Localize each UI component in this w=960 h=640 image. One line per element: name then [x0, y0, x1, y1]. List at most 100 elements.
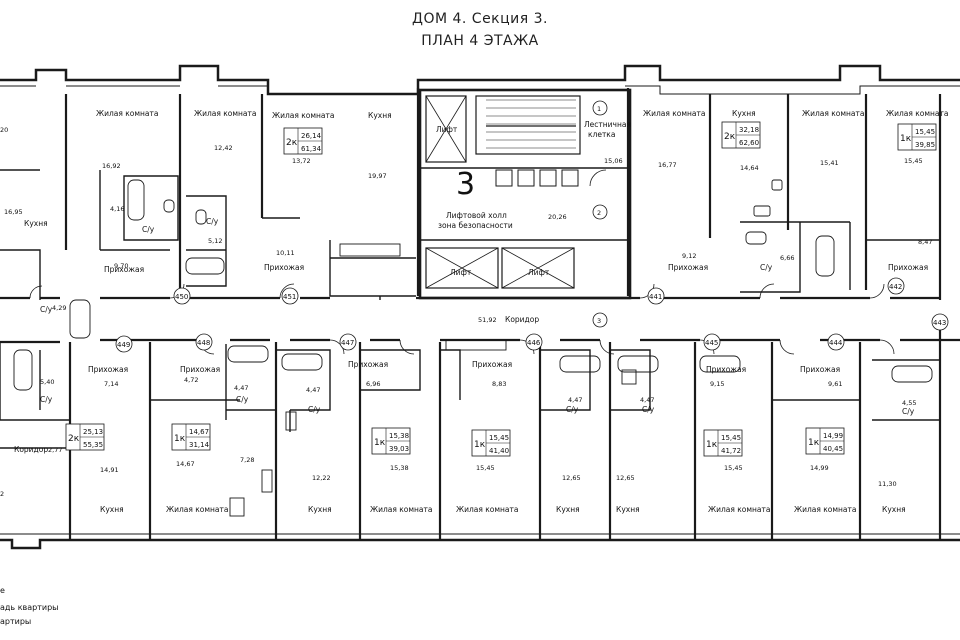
zone-mark-2: 2: [597, 209, 601, 217]
apartment-rooms: 1к: [808, 438, 820, 448]
apartment-total-area: 31,14: [189, 441, 210, 449]
room-area: 16,92: [102, 162, 121, 170]
apartment-numbers: 450 451 441 442 443 449 448 447 446 445 …: [117, 283, 946, 349]
room-area: 10,11: [276, 249, 295, 257]
apartment-number: 441: [649, 293, 662, 301]
elevator-label: Лифт: [528, 268, 550, 277]
room-label-kitchen: Кухня: [882, 505, 906, 514]
walls: [0, 64, 960, 550]
room-area: 15,41: [820, 159, 839, 167]
room-label-living: Жилая комната: [370, 505, 432, 514]
apartment-total-area: 62,60: [739, 139, 759, 147]
room-label-bath: С/у: [236, 395, 249, 404]
apartment-total-area: 61,34: [301, 145, 322, 153]
apartment-total-area: 39,03: [389, 445, 409, 453]
apartment-number: 445: [705, 339, 718, 347]
room-label-hall: Прихожая: [888, 263, 928, 272]
apartment-total-area: 55,35: [83, 441, 103, 449]
room-label-hall: Прихожая: [348, 360, 388, 369]
room-label-kitchen: Кухня: [556, 505, 580, 514]
apartment-rooms: 1к: [174, 434, 186, 444]
corridor-label: Коридор: [505, 315, 539, 324]
apartment-living-area: 15,45: [915, 128, 935, 136]
room-label-hall: Прихожая: [88, 365, 128, 374]
apartment-box-442: 1к 15,45 39,85: [897, 123, 937, 151]
apartment-living-area: 25,13: [83, 428, 103, 436]
room-label-living: Жилая комната: [708, 505, 770, 514]
apartment-living-area: 32,18: [739, 126, 759, 134]
apartment-rooms: 1к: [706, 440, 718, 450]
room-area: 12,42: [214, 144, 233, 152]
room-label-hall: Прихожая: [800, 365, 840, 374]
room-area: 4,29: [52, 304, 66, 312]
room-label-living: Жилая комната: [886, 109, 948, 118]
apartment-number: 443: [933, 319, 946, 327]
fixtures: [13, 179, 933, 517]
room-area: 14,67: [176, 460, 195, 468]
room-area: 16,77: [658, 161, 677, 169]
room-area: 20: [0, 126, 8, 134]
room-area: 7,28: [240, 456, 254, 464]
room-area: 7,14: [104, 380, 118, 388]
apartment-rooms: 2к: [724, 132, 736, 142]
building-core: [418, 88, 632, 300]
room-area: 4,47: [306, 386, 320, 394]
apartment-living-area: 15,45: [489, 434, 509, 442]
zone-mark-1: 1: [597, 105, 601, 113]
room-labels: Жилая комната Жилая комната Жилая комнат…: [14, 109, 948, 514]
apartment-rooms: 2к: [68, 434, 80, 444]
elevator-label: Лифт: [436, 125, 458, 134]
apartment-total-area: 41,72: [721, 447, 741, 455]
apartment-total-area: 39,85: [915, 141, 935, 149]
room-area: 51,92: [478, 316, 497, 324]
room-label-kitchen: Кухня: [732, 109, 756, 118]
room-area: 4,47: [568, 396, 582, 404]
room-label-living: Жилая комната: [166, 505, 228, 514]
apartment-box-445: 1к 15,45 41,72: [703, 429, 743, 457]
room-label-living: Жилая комната: [794, 505, 856, 514]
apartment-number: 444: [829, 339, 843, 347]
room-area: 9,61: [828, 380, 842, 388]
stairs-label-1: Лестничная: [584, 120, 631, 129]
elevator-label: Лифт: [450, 268, 472, 277]
room-area: 2: [0, 490, 4, 498]
room-label-kitchen: Кухня: [24, 219, 48, 228]
apartment-total-area: 40,45: [823, 445, 843, 453]
room-area: 14,99: [810, 464, 829, 472]
apartment-number: 449: [117, 341, 130, 349]
apartment-living-area: 15,38: [389, 432, 409, 440]
apartment-box-449: 2к 25,13 55,35: [65, 423, 105, 451]
apartment-box-444: 1к 14,99 40,45: [805, 427, 845, 455]
room-label-kitchen: Кухня: [368, 111, 392, 120]
apartment-rooms: 1к: [900, 134, 912, 144]
apartment-living-area: 14,99: [823, 432, 843, 440]
apartment-number: 447: [341, 339, 354, 347]
room-label-bath: С/у: [142, 225, 155, 234]
apartment-number: 442: [889, 283, 902, 291]
room-area: 15,38: [390, 464, 409, 472]
room-label-hall: Прихожая: [472, 360, 512, 369]
legend-line-3: артиры: [0, 617, 32, 626]
room-label-hall: Прихожая: [104, 265, 144, 274]
apartment-box-446: 1к 15,45 41,40: [471, 429, 511, 457]
room-label-living: Жилая комната: [194, 109, 256, 118]
room-area: 11,30: [878, 480, 897, 488]
apartment-living-area: 26,14: [301, 132, 322, 140]
room-area: 4,47: [640, 396, 654, 404]
apartment-rooms: 1к: [474, 440, 486, 450]
title-line-2: ПЛАН 4 ЭТАЖА: [421, 33, 539, 49]
room-area: 20,26: [548, 213, 567, 221]
legend-line-2: адь квартиры: [0, 603, 59, 612]
zone-mark-3: 3: [597, 317, 601, 325]
room-label-bath: С/у: [760, 263, 773, 272]
room-label-corridor: Коридор: [14, 445, 48, 454]
apartment-rooms: 1к: [374, 438, 386, 448]
room-label-bath: С/у: [902, 407, 915, 416]
room-area: 9,12: [682, 252, 696, 260]
room-area: 14,64: [740, 164, 759, 172]
room-area: 4,16: [110, 205, 124, 213]
room-area: 5,40: [40, 378, 54, 386]
apartment-living-area: 14,67: [189, 428, 209, 436]
lift-hall-label-2: зона безопасности: [438, 221, 513, 230]
